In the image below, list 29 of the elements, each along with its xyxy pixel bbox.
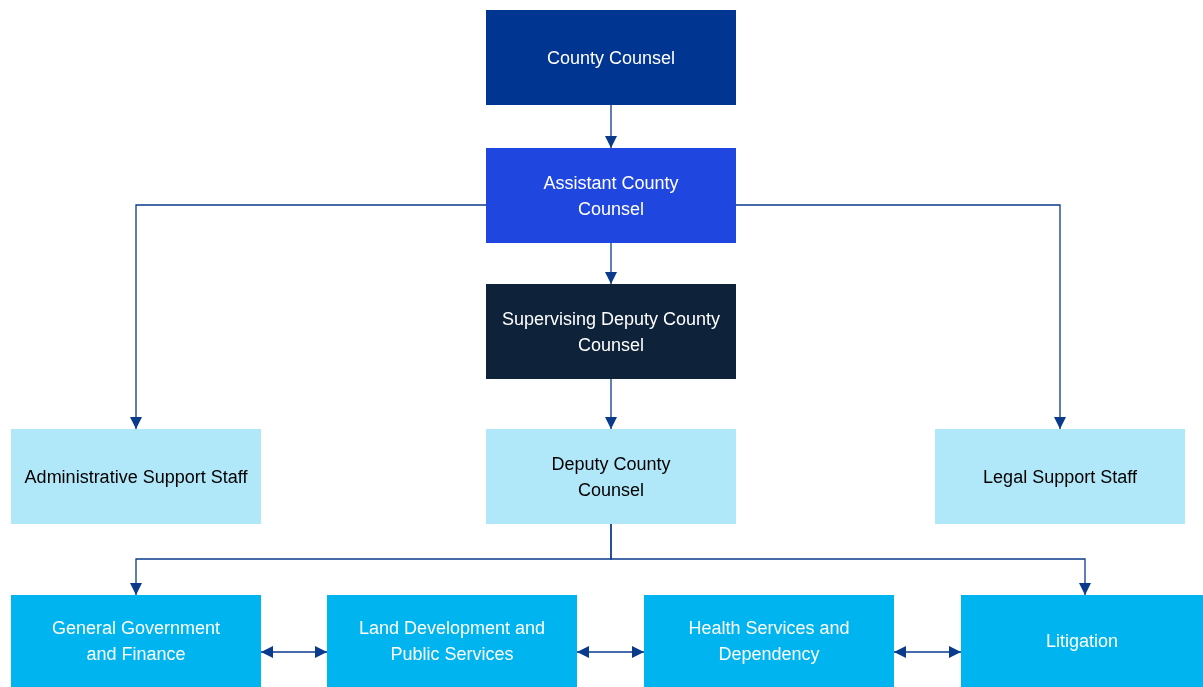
double-arrow	[576, 646, 645, 658]
role-title: General Government and Finance	[50, 617, 222, 666]
arrow	[605, 378, 617, 430]
role-title: Land Development and Public Services	[357, 617, 547, 666]
role-title: Supervising Deputy County Counsel	[500, 307, 722, 357]
double-arrow	[260, 646, 328, 658]
role-box	[486, 429, 736, 524]
role-box	[11, 429, 261, 524]
role-title: Administrative Support Staff	[24, 465, 248, 489]
role-title: Health Services and Dependency	[687, 617, 851, 666]
role-box	[961, 595, 1203, 687]
role-title: Legal Support Staff	[983, 465, 1137, 489]
role-box	[11, 595, 261, 687]
arrow	[610, 523, 1091, 596]
arrow	[605, 104, 617, 149]
role-box	[486, 10, 736, 105]
role-box	[486, 284, 736, 379]
double-arrow	[893, 646, 962, 658]
role-box	[486, 148, 736, 243]
role-box	[644, 595, 894, 687]
arrow	[735, 204, 1066, 430]
role-title: Assistant County Counsel	[542, 171, 680, 221]
role-title: County Counsel	[546, 46, 676, 70]
arrow	[130, 204, 487, 430]
arrow	[605, 242, 617, 285]
role-box	[327, 595, 577, 687]
role-title: Deputy County Counsel	[550, 452, 672, 502]
role-box	[935, 429, 1185, 524]
role-title: Litigation	[1045, 630, 1119, 653]
